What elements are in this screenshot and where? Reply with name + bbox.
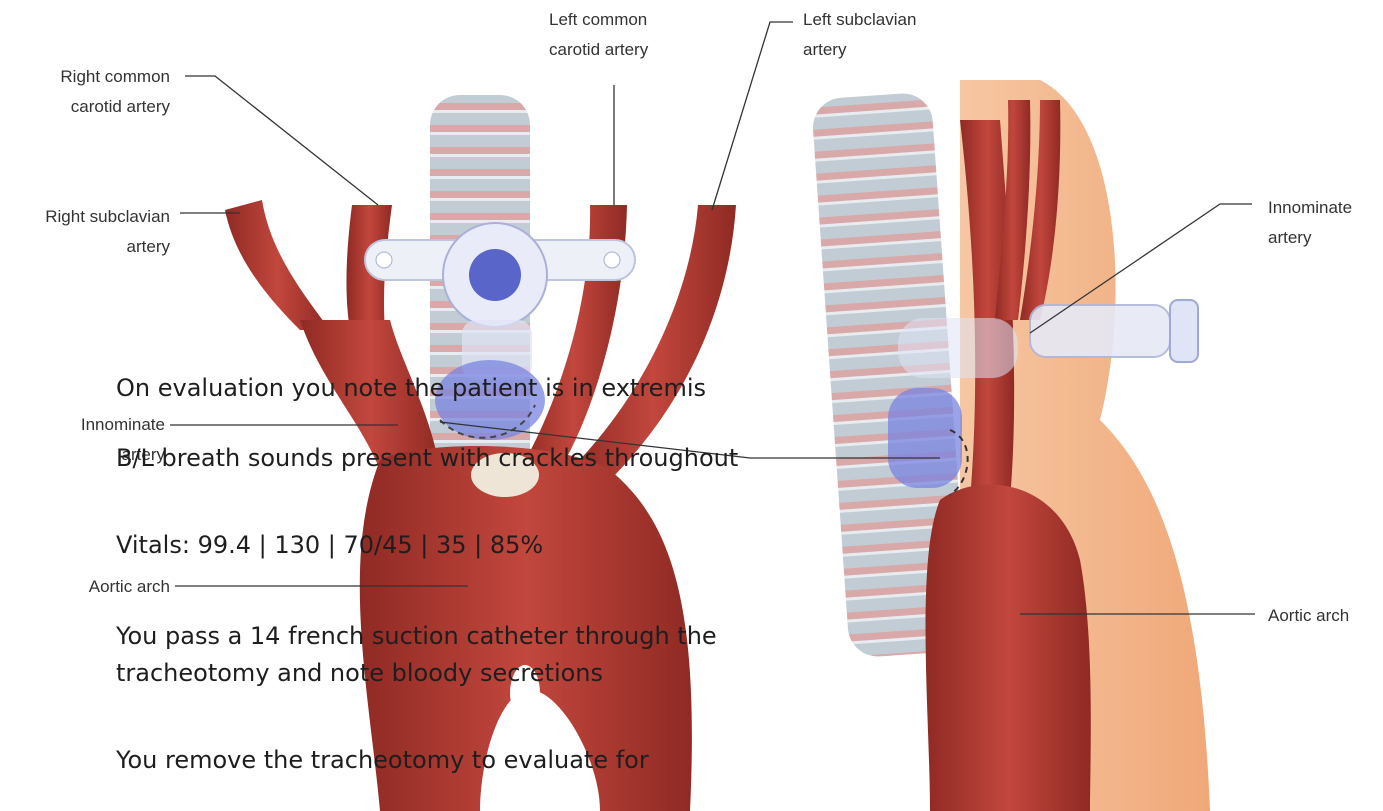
label-left-common-carotid: Left common carotid artery [549,5,648,65]
label-innominate-front-l1: Innominate [40,410,165,440]
label-left-subclavian-l2: artery [803,35,916,65]
label-innominate-side: Innominate artery [1268,193,1352,253]
slide-text-line-5: tracheotomy and note bloody secretions [116,655,603,692]
slide-text-line-6: You remove the tracheotomy to evaluate f… [116,742,649,779]
label-aortic-arch-front: Aortic arch [40,572,170,602]
slide-text-line-4: You pass a 14 french suction catheter th… [116,618,717,655]
label-left-common-carotid-l1: Left common [549,5,648,35]
side-trach-tube [1030,305,1170,357]
label-left-subclavian: Left subclavian artery [803,5,916,65]
slide-text-line-3: Vitals: 99.4 | 130 | 70/45 | 35 | 85% [116,527,543,564]
leader-left-subclavian [712,22,793,210]
front-trach-lumen [469,249,521,301]
side-aortic-arch [926,484,1091,811]
front-right-subclavian-branch [225,200,330,330]
front-flange-hole-right [604,252,620,268]
side-trach-connector [1170,300,1198,362]
label-left-common-carotid-l2: carotid artery [549,35,648,65]
leader-right-common-carotid [185,76,378,205]
label-left-subclavian-l1: Left subclavian [803,5,916,35]
label-innominate-side-l2: artery [1268,223,1352,253]
side-cuff [888,388,962,488]
label-right-subclavian: Right subclavian artery [0,202,170,262]
label-right-subclavian-l2: artery [0,232,170,262]
slide-text-line-2: B/L breath sounds present with crackles … [116,440,738,477]
label-aortic-arch-side: Aortic arch [1268,601,1349,631]
side-cannula-bend [898,318,1018,378]
label-innominate-side-l1: Innominate [1268,193,1352,223]
label-right-common-carotid: Right common carotid artery [20,62,170,122]
label-right-subclavian-l1: Right subclavian [0,202,170,232]
label-right-common-carotid-l1: Right common [20,62,170,92]
side-view [811,80,1210,811]
slide-text-line-1: On evaluation you note the patient is in… [116,370,706,407]
front-flange-hole-left [376,252,392,268]
label-right-common-carotid-l2: carotid artery [20,92,170,122]
